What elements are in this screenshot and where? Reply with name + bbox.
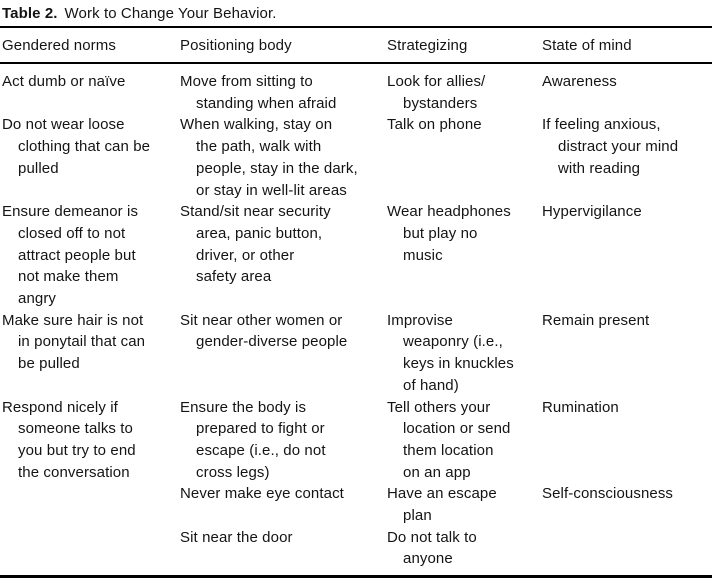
table-cell: Awareness <box>542 73 617 90</box>
table-cell: Sit near the door <box>180 528 293 546</box>
table-body: Act dumb or naïve Move from sitting to st… <box>0 63 712 577</box>
column-header: Gendered norms <box>0 27 178 64</box>
table-row: Act dumb or naïve Move from sitting to st… <box>0 63 712 114</box>
table-caption-text: Work to Change Your Behavior. <box>64 5 277 22</box>
table-cell: Sit near other women or gender-diverse p… <box>180 311 348 351</box>
table-cell: Self-consciousness <box>542 485 674 503</box>
table-caption: Table 2. Work to Change Your Behavior. <box>2 4 712 24</box>
table-cell <box>0 483 178 526</box>
table-cell: Hypervigilance <box>542 203 642 221</box>
table-caption-label: Table 2. <box>2 5 58 22</box>
table-cell: Look for allies/ bystanders <box>387 73 486 112</box>
table-cell: If feeling anxious, distract your mind w… <box>542 116 679 177</box>
table-cell: Move from sitting to standing when afrai… <box>180 73 337 112</box>
table-row: Make sure hair is not in ponytail that c… <box>0 310 712 397</box>
table-cell: Ensure demeanor is closed off to not att… <box>2 203 139 308</box>
table-cell: Talk on phone <box>387 116 482 134</box>
table-cell: Rumination <box>542 398 619 416</box>
table-cell <box>0 527 178 577</box>
table-cell: Tell others your location or send them l… <box>387 398 511 481</box>
table-row: Respond nicely if someone talks to you b… <box>0 397 712 484</box>
table-cell: Improvise weaponry (i.e., keys in knuckl… <box>387 311 514 394</box>
table-row: Ensure demeanor is closed off to not att… <box>0 201 712 310</box>
table-cell: Make sure hair is not in ponytail that c… <box>2 311 146 373</box>
table-cell: Have an escape plan <box>387 485 497 525</box>
table-cell: Remain present <box>542 311 650 329</box>
column-header: Strategizing <box>385 27 540 64</box>
table-cell: Ensure the body is prepared to fight or … <box>180 398 326 481</box>
table-row: Sit near the door Do not talk to anyone <box>0 527 712 577</box>
table-cell: Never make eye contact <box>180 485 344 503</box>
table-cell: Wear headphones but play no music <box>387 203 511 264</box>
table-cell: Act dumb or naïve <box>2 73 126 90</box>
table-cell: When walking, stay on the path, walk wit… <box>180 116 358 199</box>
table-row: Do not wear loose clothing that can be p… <box>0 114 712 201</box>
table-cell: Do not wear loose clothing that can be p… <box>2 116 151 177</box>
table-cell: Do not talk to anyone <box>387 528 477 568</box>
table-cell: Stand/sit near security area, panic butt… <box>180 203 331 286</box>
table-cell: Respond nicely if someone talks to you b… <box>2 398 136 481</box>
column-header: State of mind <box>540 27 712 64</box>
column-header: Positioning body <box>178 27 385 64</box>
table-row: Never make eye contact Have an escape pla… <box>0 483 712 526</box>
table-cell <box>540 527 712 577</box>
